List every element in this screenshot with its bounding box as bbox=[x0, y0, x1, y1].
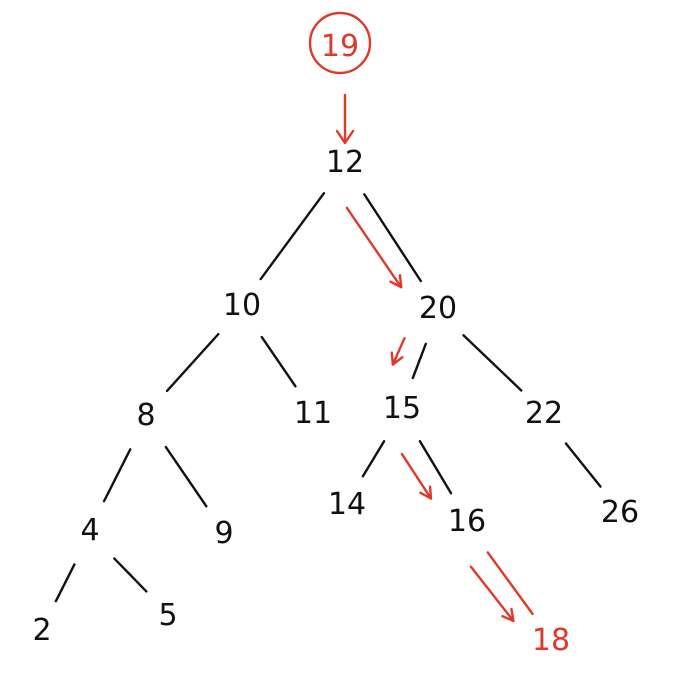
edge-8-4 bbox=[102, 448, 132, 503]
node-11: 11 bbox=[294, 396, 332, 431]
edge-20-15 bbox=[411, 342, 428, 380]
node-10: 10 bbox=[223, 288, 261, 323]
node-22: 22 bbox=[525, 396, 563, 431]
node-2: 2 bbox=[32, 613, 51, 648]
node-16: 16 bbox=[448, 504, 486, 539]
edge-12-20 bbox=[363, 193, 423, 283]
tree-edges bbox=[54, 192, 602, 616]
node-9: 9 bbox=[214, 516, 233, 551]
node-8: 8 bbox=[136, 398, 155, 433]
node-12: 12 bbox=[326, 145, 364, 180]
edge-22-26 bbox=[564, 442, 602, 488]
path-arrow-12-20 bbox=[345, 206, 403, 289]
path-arrow-16-18 bbox=[469, 565, 515, 623]
insert-arrow-head bbox=[335, 129, 355, 145]
edge-20-22 bbox=[462, 334, 523, 392]
edge-12-10 bbox=[259, 192, 326, 281]
search-path-arrows bbox=[345, 206, 515, 623]
path-arrow-shaft bbox=[345, 206, 403, 289]
tree-nodes: 12 10 20 8 11 15 22 4 9 14 16 26 2 5 18 bbox=[32, 145, 639, 658]
node-15: 15 bbox=[383, 391, 421, 426]
node-5: 5 bbox=[158, 598, 177, 633]
edge-10-11 bbox=[260, 335, 297, 388]
inserted-value-badge: 19 bbox=[308, 11, 372, 75]
path-arrow-head bbox=[501, 607, 515, 623]
node-20: 20 bbox=[419, 291, 457, 326]
edge-8-9 bbox=[164, 445, 208, 508]
edge-16-18 bbox=[486, 551, 534, 616]
inserted-value-label: 19 bbox=[321, 29, 359, 64]
path-arrow-20-15 bbox=[390, 337, 406, 366]
path-arrow-shaft bbox=[391, 337, 406, 366]
node-18: 18 bbox=[532, 623, 570, 658]
path-arrow-head bbox=[390, 351, 404, 366]
node-14: 14 bbox=[328, 487, 366, 522]
edge-10-8 bbox=[165, 332, 220, 393]
path-arrow-head bbox=[419, 485, 433, 500]
edge-4-2 bbox=[54, 563, 76, 603]
path-arrow-shaft bbox=[400, 452, 433, 500]
edge-15-16 bbox=[418, 440, 453, 495]
edge-4-5 bbox=[113, 557, 148, 593]
inserted-value-circle bbox=[308, 11, 372, 75]
insert-arrow bbox=[335, 93, 355, 145]
node-26: 26 bbox=[601, 495, 639, 530]
edge-15-14 bbox=[361, 440, 386, 478]
path-arrow-shaft bbox=[469, 565, 515, 623]
path-arrow-head bbox=[389, 274, 403, 289]
node-4: 4 bbox=[80, 513, 99, 548]
path-arrow-15-16 bbox=[400, 452, 433, 500]
